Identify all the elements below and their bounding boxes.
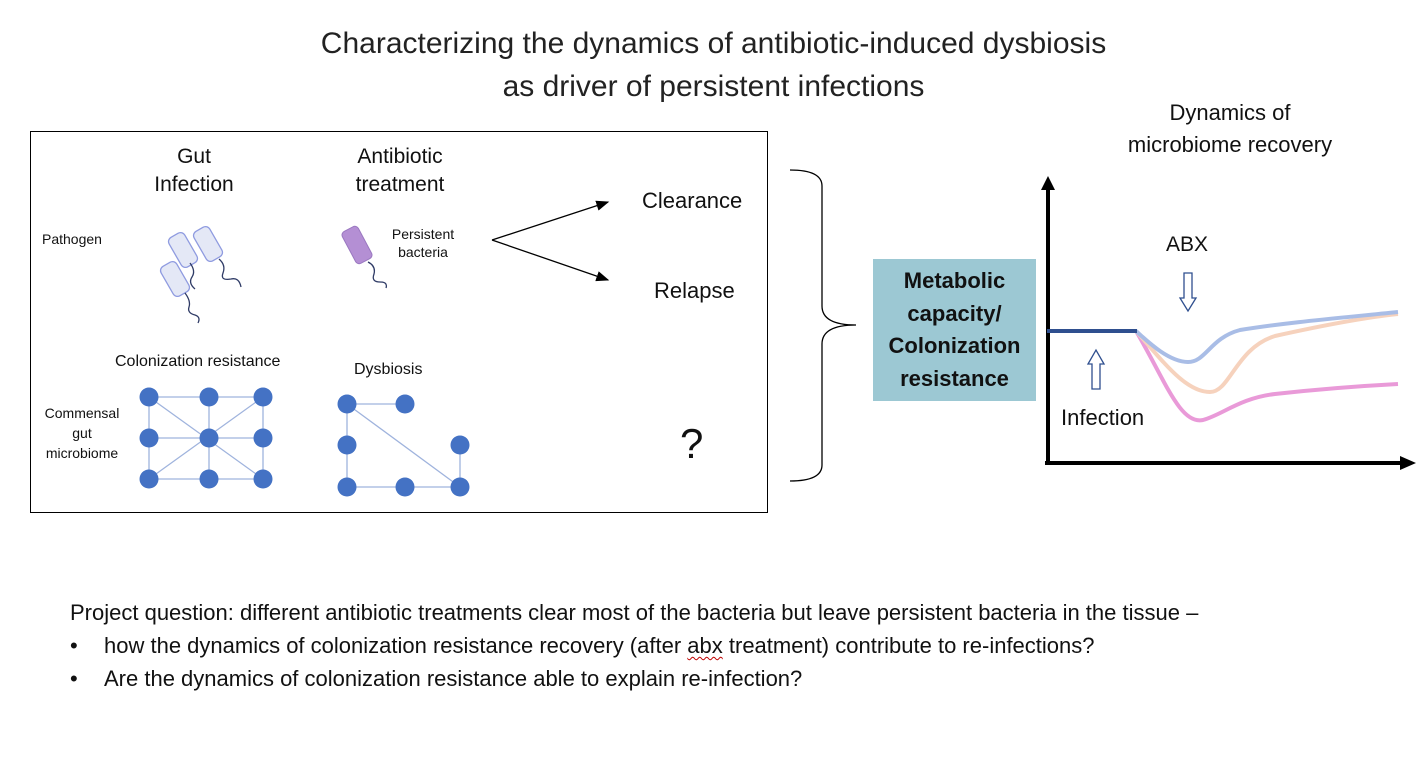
colonization-nodes — [139, 387, 273, 489]
recovery-title: Dynamics of microbiome recovery — [1100, 97, 1360, 161]
abx-down-arrow-icon — [1178, 272, 1198, 313]
project-question-block: Project question: different antibiotic t… — [70, 596, 1420, 695]
bullet-item-1: • how the dynamics of colonization resist… — [70, 629, 1420, 662]
arrow-to-clearance — [491, 200, 610, 241]
recovery-curve-blue — [1134, 310, 1399, 365]
infection-panel — [30, 131, 768, 513]
recovery-curve-peach — [1134, 312, 1399, 395]
bullet-1-text-b: treatment) contribute to re-infections? — [722, 633, 1095, 658]
dysbiosis-nodes — [337, 394, 470, 497]
title-line-2: as driver of persistent infections — [502, 70, 925, 103]
gut-infection-label: Gut Infection — [134, 143, 254, 199]
metabolic-line-2: capacity/ — [907, 300, 1002, 326]
abx-label: ABX — [1166, 233, 1209, 256]
recovery-curve-pink — [1134, 329, 1399, 423]
commensal-line-2: gut — [72, 425, 92, 441]
title-line-1: Characterizing the dynamics of antibioti… — [320, 27, 1107, 60]
recovery-title-line-2: microbiome recovery — [1127, 132, 1333, 157]
arrow-to-relapse — [491, 239, 610, 282]
antibiotic-line-2: treatment — [355, 173, 445, 196]
metabolic-line-1: Metabolic — [903, 268, 1006, 293]
persistent-bacteria-label: Persistent bacteria — [378, 225, 468, 261]
commensal-label: Commensal gut microbiome — [38, 403, 126, 463]
commensal-line-1: Commensal — [44, 405, 120, 421]
metabolic-capacity-box: Metabolic capacity/ Colonization resista… — [873, 259, 1036, 401]
page-title: Characterizing the dynamics of antibioti… — [0, 22, 1427, 108]
project-question: Project question: different antibiotic t… — [70, 600, 1199, 625]
persistent-bacterium-icon — [341, 225, 388, 289]
commensal-line-3: microbiome — [45, 445, 119, 461]
bullet-2-text: Are the dynamics of colonization resista… — [104, 666, 803, 691]
infection-label: Infection — [1061, 405, 1145, 430]
dysbiosis-label: Dysbiosis — [354, 361, 423, 378]
recovery-axes — [1041, 176, 1416, 470]
pathogen-label: Pathogen — [42, 231, 102, 247]
gut-infection-line-2: Infection — [154, 173, 234, 196]
grouping-brace — [789, 169, 857, 482]
persistent-line-2: bacteria — [398, 244, 448, 260]
persistent-line-1: Persistent — [391, 226, 455, 242]
recovery-title-line-1: Dynamics of — [1169, 100, 1291, 125]
unknown-outcome-mark: ? — [680, 420, 704, 467]
metabolic-line-3: Colonization — [888, 333, 1021, 358]
colonization-resistance-label: Colonization resistance — [115, 353, 281, 370]
antibiotic-line-1: Antibiotic — [357, 145, 443, 168]
metabolic-line-4: resistance — [900, 365, 1009, 391]
bullet-1-text-a: how the dynamics of colonization resista… — [104, 633, 688, 658]
antibiotic-treatment-label: Antibiotic treatment — [330, 143, 470, 199]
bullet-item-2: • Are the dynamics of colonization resist… — [70, 662, 1420, 695]
bullet-marker-1: • — [70, 633, 78, 658]
dysbiosis-network — [346, 403, 461, 488]
bullet-marker-2: • — [70, 666, 78, 691]
gut-infection-line-1: Gut — [177, 145, 211, 168]
bullet-1-abx: abx — [687, 633, 723, 658]
relapse-label: Relapse — [654, 278, 735, 303]
infection-up-arrow-icon — [1086, 348, 1106, 390]
clearance-label: Clearance — [642, 188, 743, 213]
pathogen-bacteria-icon — [159, 225, 242, 324]
